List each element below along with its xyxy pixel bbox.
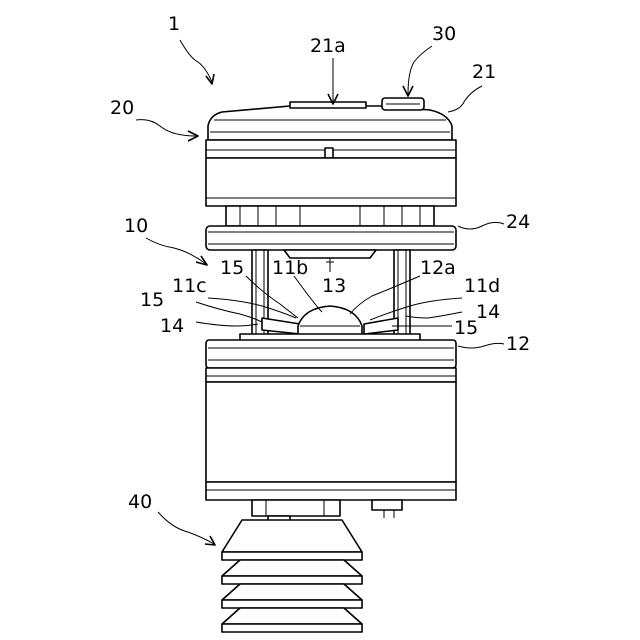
label-11c: 11c (172, 275, 207, 297)
label-1: 1 (168, 13, 180, 35)
label-15-top: 15 (220, 257, 244, 279)
label-14-left: 14 (160, 315, 184, 337)
label-24: 24 (506, 211, 530, 233)
radiation-shield-40 (222, 500, 362, 632)
label-20: 20 (110, 97, 134, 119)
label-15-left: 15 (140, 289, 164, 311)
label-12a: 12a (420, 257, 456, 279)
flange-24 (206, 226, 456, 258)
plate-21a (290, 102, 366, 108)
label-14-right: 14 (476, 301, 500, 323)
label-12: 12 (506, 333, 530, 355)
top-body (206, 158, 456, 206)
label-21: 21 (472, 61, 496, 83)
lower-body-cylinder (206, 382, 456, 482)
lower-body-12 (206, 340, 456, 518)
label-13: 13 (322, 275, 346, 297)
top-unit-20 (206, 98, 456, 226)
label-11d: 11d (464, 275, 500, 297)
top-cover-21 (208, 106, 452, 140)
label-21a: 21a (310, 35, 346, 57)
label-10: 10 (124, 215, 148, 237)
connector (372, 500, 402, 510)
label-40: 40 (128, 491, 152, 513)
label-15-right: 15 (454, 317, 478, 339)
label-30: 30 (432, 23, 456, 45)
label-11b: 11b (272, 257, 308, 279)
